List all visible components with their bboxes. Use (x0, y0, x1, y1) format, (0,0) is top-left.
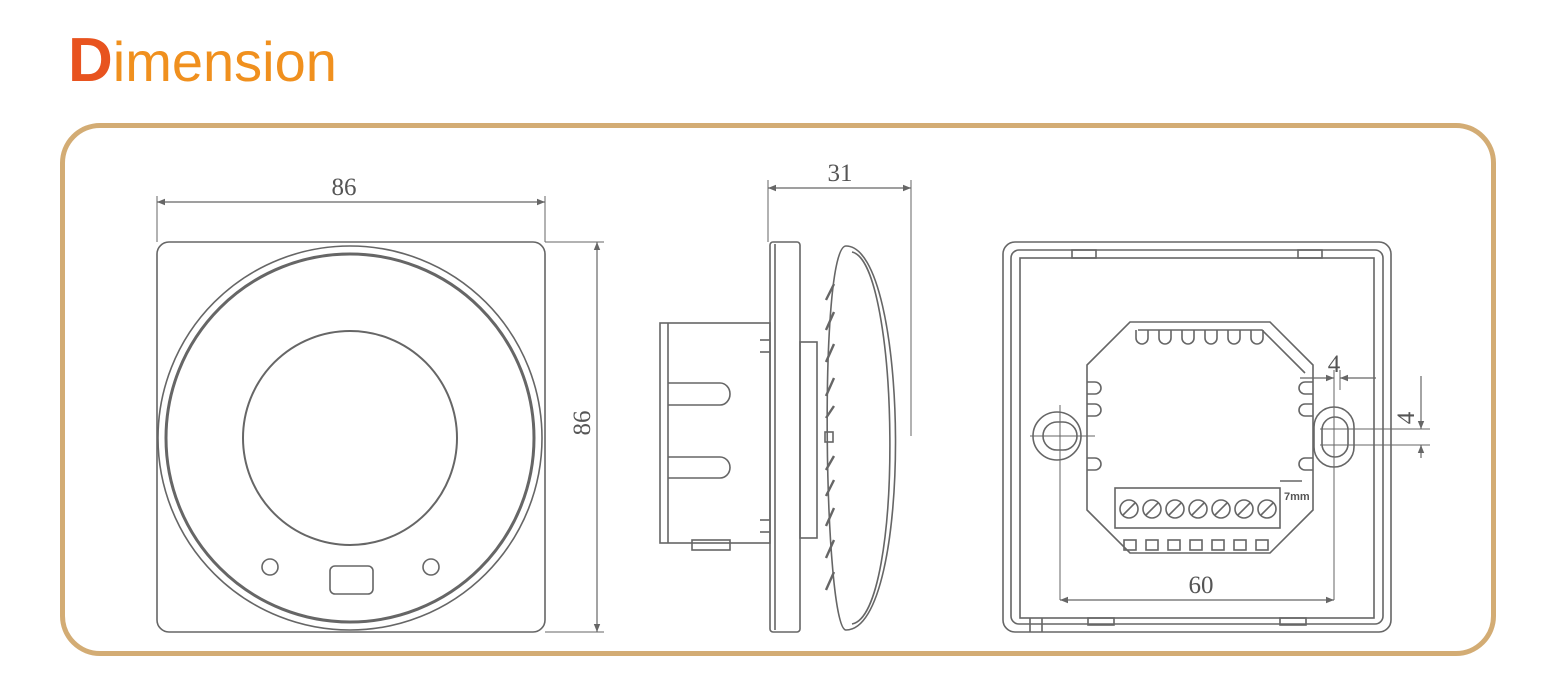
back-module-body (1086, 321, 1314, 554)
slot-height-label: 4 (1393, 411, 1420, 424)
slot-width-label: 4 (1328, 351, 1341, 378)
side-neck (799, 341, 818, 539)
side-vent-slots (824, 283, 836, 591)
back-mounting-hole-left (1030, 405, 1095, 600)
front-plate (156, 241, 546, 633)
front-height-label: 86 (569, 411, 596, 436)
side-wall-box (659, 322, 771, 544)
side-box-foot (691, 539, 731, 551)
back-plate-inner (1019, 257, 1375, 619)
title-rest: imension (112, 30, 337, 93)
side-dome (826, 245, 897, 631)
back-top-terminals (1135, 330, 1264, 345)
front-led-right (422, 558, 440, 576)
front-display-circle (242, 330, 458, 546)
back-mounting-hole-right (1313, 370, 1430, 600)
side-view (659, 180, 912, 633)
front-outer-ring (157, 245, 543, 631)
back-terminal-screws (1119, 499, 1277, 519)
back-plate-outer (1002, 241, 1392, 633)
side-depth-label: 31 (828, 160, 853, 187)
wire-strip-label: 7mm (1284, 491, 1310, 503)
title-first-letter: D (68, 26, 113, 95)
page-title: Dimension (68, 26, 337, 96)
front-sensor-window (329, 565, 374, 595)
back-plate-rim (1010, 249, 1384, 625)
back-view (1002, 241, 1430, 633)
front-view (156, 196, 604, 633)
hole-spacing-label: 60 (1189, 572, 1214, 599)
drawing-frame (60, 123, 1496, 656)
back-bottom-terminals (1123, 539, 1269, 551)
back-terminal-block (1114, 487, 1281, 529)
front-width-label: 86 (332, 174, 357, 201)
front-led-left (261, 558, 279, 576)
side-sensor (824, 431, 834, 443)
front-inner-ring (164, 252, 536, 624)
